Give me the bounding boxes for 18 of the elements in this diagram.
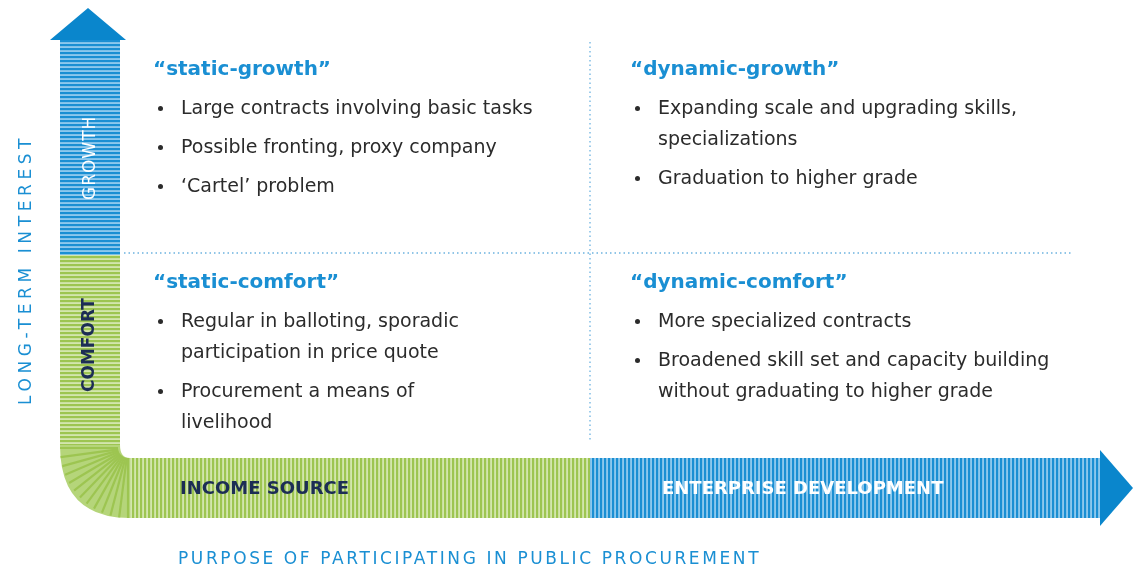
quadrant-heading: “dynamic-growth” (630, 56, 840, 80)
bullet-item: Procurement a means of livelihood (153, 375, 511, 437)
bullet-item: Large contracts involving basic tasks (153, 92, 581, 123)
bullet-item: More specialized contracts (630, 305, 1098, 336)
quadrant-heading: “static-comfort” (153, 269, 340, 293)
axis-segment-label: GROWTH (78, 115, 100, 200)
quadrant-heading: “static-growth” (153, 56, 332, 80)
bullet-item: Possible fronting, proxy company (153, 131, 581, 162)
bullet-item: Expanding scale and upgrading skills, specializations (630, 92, 1088, 154)
axis-segment-label: INCOME SOURCE (180, 476, 349, 500)
bullet-item: Regular in balloting, sporadic participation in price quote (153, 305, 511, 367)
bullet-item: Broadened skill set and capacity building without graduating to higher grade (630, 344, 1098, 406)
bullet-item: ‘Cartel’ problem (153, 170, 581, 201)
quadrant-heading: “dynamic-comfort” (630, 269, 848, 293)
bullet-item: Graduation to higher grade (630, 162, 1088, 193)
horizontal-axis-title: PURPOSE OF PARTICIPATING IN PUBLIC PROCUREMENT (178, 547, 762, 570)
axis-segment-label: COMFORT (77, 298, 99, 392)
vertical-axis-title: LONG-TERM INTEREST (14, 133, 36, 405)
